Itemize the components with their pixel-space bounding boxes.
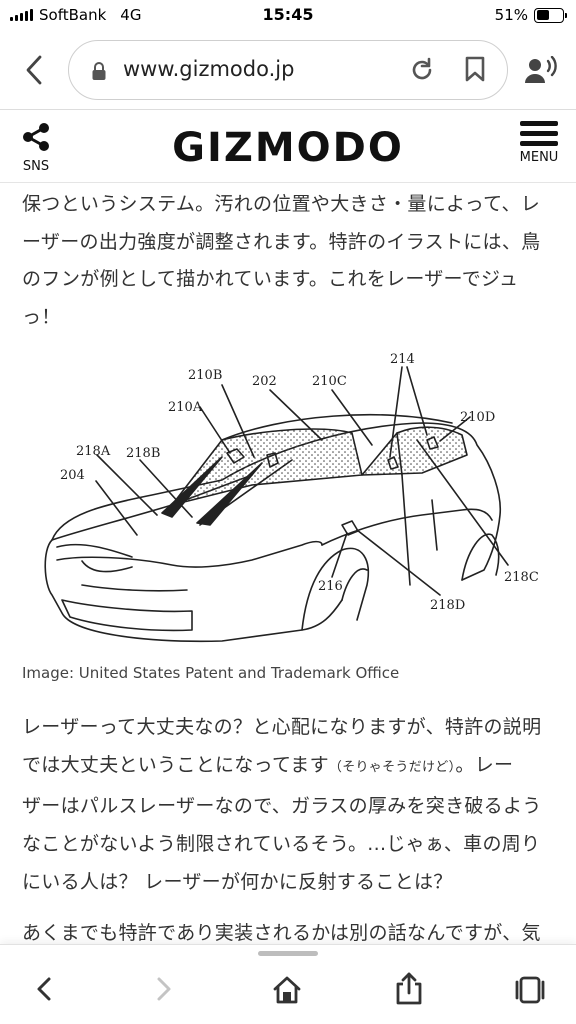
battery-icon (534, 7, 567, 23)
menu-button[interactable]: MENU (514, 121, 564, 165)
sns-label: SNS (22, 159, 50, 174)
image-caption: Image: United States Patent and Trademar… (22, 664, 400, 682)
paragraph-3: あくまでも特許であり実装されるかは別の話なんですが、気 (22, 922, 541, 944)
text-line: ーザーの出力強度が調整されます。特許のイラストには、鳥 (22, 230, 541, 253)
address-bar[interactable]: www.gizmodo.jp (68, 40, 508, 100)
label-210C: 210C (312, 374, 347, 389)
label-218D: 218D (430, 598, 465, 613)
text-line: っ！ (22, 305, 61, 328)
url-text[interactable]: www.gizmodo.jp (123, 57, 295, 81)
label-216: 216 (318, 579, 343, 594)
label-214: 214 (390, 352, 415, 367)
sns-button[interactable]: SNS (14, 121, 58, 174)
text-line: のフンが例として描かれています。これをレーザーでジュ (22, 268, 519, 290)
carrier-name: SoftBank (39, 6, 107, 24)
bottom-toolbar (0, 944, 576, 1024)
back-icon[interactable] (34, 975, 54, 1007)
patent-car-illustration: 210B 202 210C 214 210A 210D 218A 218B 20… (44, 352, 539, 643)
article-body: 保つというシステム。汚れの位置や大きさ・量によって、レ ーザーの出力強度が調整さ… (22, 186, 556, 336)
text-segment: 。レー (455, 754, 514, 776)
home-icon[interactable] (272, 975, 302, 1009)
forward-icon[interactable] (154, 975, 174, 1007)
site-logo[interactable]: GIZMODO (172, 125, 404, 171)
paragraph-1: 保つというシステム。汚れの位置や大きさ・量によって、レ ーザーの出力強度が調整さ… (22, 186, 556, 336)
label-218A: 218A (76, 444, 111, 459)
text-line: レーザーって大丈夫なの？と心配になりますが、特許の説明 (22, 716, 542, 738)
share-icon[interactable] (394, 971, 424, 1009)
site-header: SNS GIZMODO MENU (0, 111, 576, 183)
label-210B: 210B (188, 368, 222, 383)
label-218C: 218C (504, 570, 539, 585)
text-line: にいる人は？ レーザーが何かに反射することは？ (22, 871, 453, 893)
paragraph-2: レーザーって大丈夫なの？と心配になりますが、特許の説明 では大丈夫ということにな… (22, 708, 556, 901)
label-210A: 210A (168, 400, 203, 415)
carrier-info: SoftBank 4G (10, 6, 141, 24)
clock: 15:45 (262, 5, 314, 24)
text-line: では大丈夫ということになってます（そりゃそうだけど）。レー (22, 746, 556, 787)
network-type: 4G (120, 6, 142, 24)
text-line: 保つというシステム。汚れの位置や大きさ・量によって、レ (22, 193, 541, 215)
text-line: なことがないよう制限されているそう。...じゃぁ、車の周り (22, 833, 541, 855)
label-218B: 218B (126, 446, 160, 461)
battery-percent: 51% (494, 6, 528, 24)
status-bar: SoftBank 4G 15:45 51% (0, 0, 576, 32)
tabs-icon[interactable] (514, 975, 546, 1009)
back-chevron-icon[interactable] (14, 50, 54, 90)
drag-handle[interactable] (258, 951, 318, 956)
share-nodes-icon (20, 123, 52, 157)
menu-label: MENU (519, 150, 559, 165)
bookmark-icon[interactable] (465, 56, 485, 86)
read-aloud-icon[interactable] (524, 55, 558, 88)
aside-note: （そりゃそうだけど） (328, 760, 456, 775)
browser-toolbar: www.gizmodo.jp (0, 32, 576, 110)
lock-icon (91, 61, 107, 85)
text-line: ザーはパルスレーザーなので、ガラスの厚みを突き破るよう (22, 795, 542, 817)
label-202: 202 (252, 374, 277, 389)
text-segment: では大丈夫ということになってます (22, 754, 329, 776)
hamburger-icon (514, 121, 564, 146)
reload-icon[interactable] (409, 57, 435, 87)
signal-icon (10, 9, 33, 21)
label-204: 204 (60, 468, 85, 483)
label-210D: 210D (460, 410, 495, 425)
battery-info: 51% (494, 6, 567, 24)
